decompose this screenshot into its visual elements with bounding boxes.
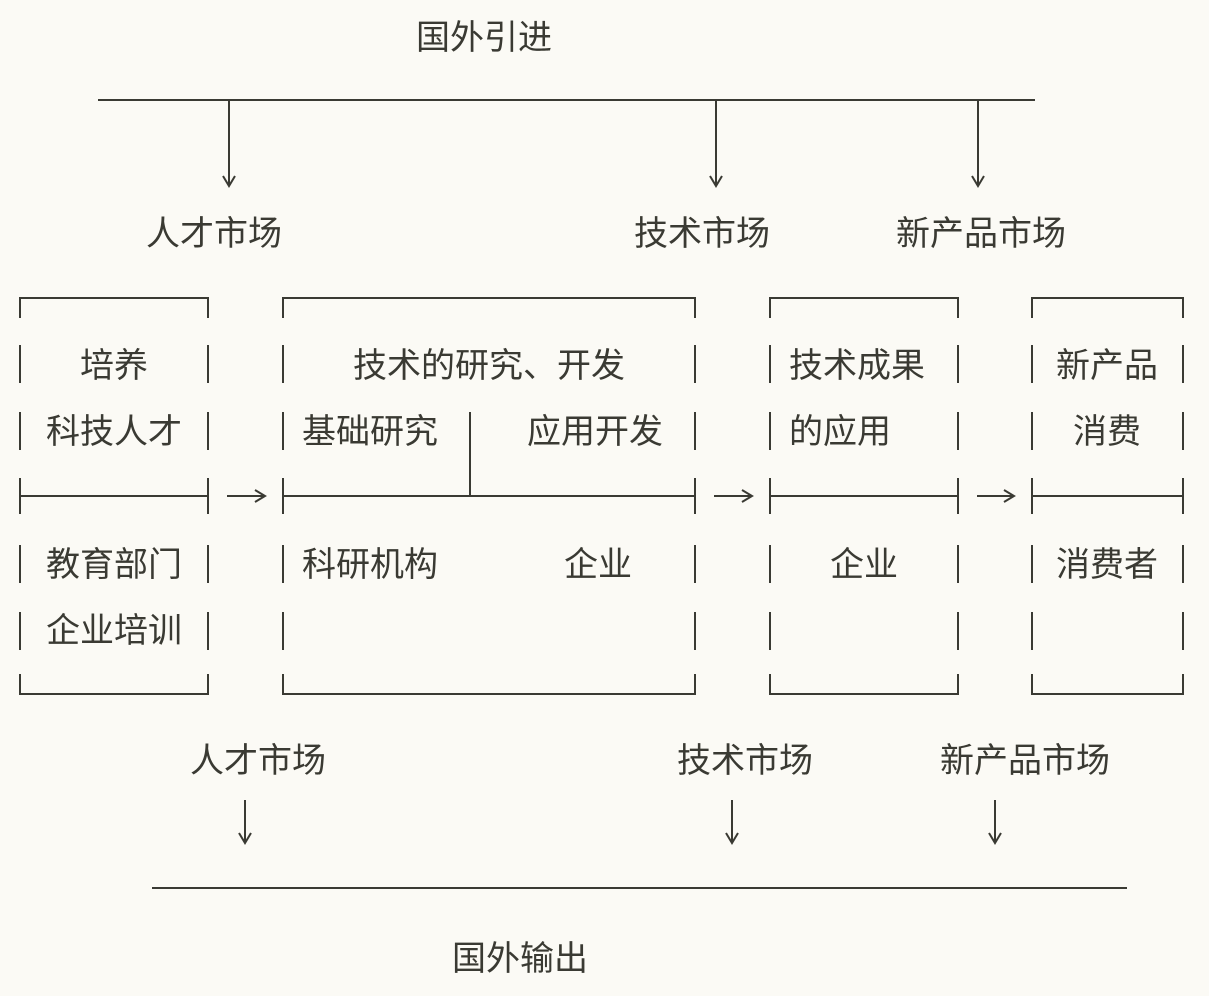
box-2-lower-left: 科研机构 xyxy=(302,545,438,585)
top-arrowhead-3 xyxy=(971,175,985,188)
top-arrowhead-2 xyxy=(709,175,723,188)
box-1-top-bracket xyxy=(19,297,209,318)
export-market-technology: 技术市场 xyxy=(677,741,813,781)
box-4-top-bracket xyxy=(1031,297,1184,318)
import-title: 国外引进 xyxy=(416,18,552,58)
export-title: 国外输出 xyxy=(452,939,588,979)
bottom-arrowhead-2 xyxy=(725,832,739,845)
export-market-talent: 人才市场 xyxy=(190,741,326,781)
box-2-upper-right: 应用开发 xyxy=(527,412,663,452)
box-4-lower-line-1: 消费者 xyxy=(1056,545,1158,585)
bottom-arrowhead-1 xyxy=(238,832,252,845)
flow-arrowhead-1 xyxy=(254,489,267,503)
flow-arrowhead-2 xyxy=(741,489,754,503)
box-2-bottom-bracket xyxy=(282,674,696,695)
box-2-lower-right: 企业 xyxy=(564,545,632,585)
box-1-upper-line-2: 科技人才 xyxy=(46,412,182,452)
box-4-upper-line-2: 消费 xyxy=(1073,412,1141,452)
box-3-top-bracket xyxy=(769,297,959,318)
box-4-bottom-bracket xyxy=(1031,674,1184,695)
box-3-bottom-bracket xyxy=(769,674,959,695)
box-4-upper-line-1: 新产品 xyxy=(1056,346,1158,386)
import-market-technology: 技术市场 xyxy=(634,214,770,254)
flow-arrowhead-3 xyxy=(1003,489,1016,503)
top-arrowhead-1 xyxy=(222,175,236,188)
import-market-new-products: 新产品市场 xyxy=(896,214,1066,254)
box-1-lower-line-1: 教育部门 xyxy=(46,545,182,585)
box-3-upper-line-1: 技术成果 xyxy=(789,346,925,386)
box-2-upper-title: 技术的研究、开发 xyxy=(353,346,625,386)
box-1-lower-line-2: 企业培训 xyxy=(46,611,182,651)
box-2-top-bracket xyxy=(282,297,696,318)
bottom-arrowhead-3 xyxy=(988,832,1002,845)
box-3-upper-line-2: 的应用 xyxy=(789,412,891,452)
box-2-upper-left: 基础研究 xyxy=(302,412,438,452)
export-market-new-products: 新产品市场 xyxy=(940,741,1110,781)
import-market-talent: 人才市场 xyxy=(146,214,282,254)
box-1-bottom-bracket xyxy=(19,674,209,695)
box-1-upper-line-1: 培养 xyxy=(80,346,148,386)
box-3-lower-line-1: 企业 xyxy=(830,545,898,585)
